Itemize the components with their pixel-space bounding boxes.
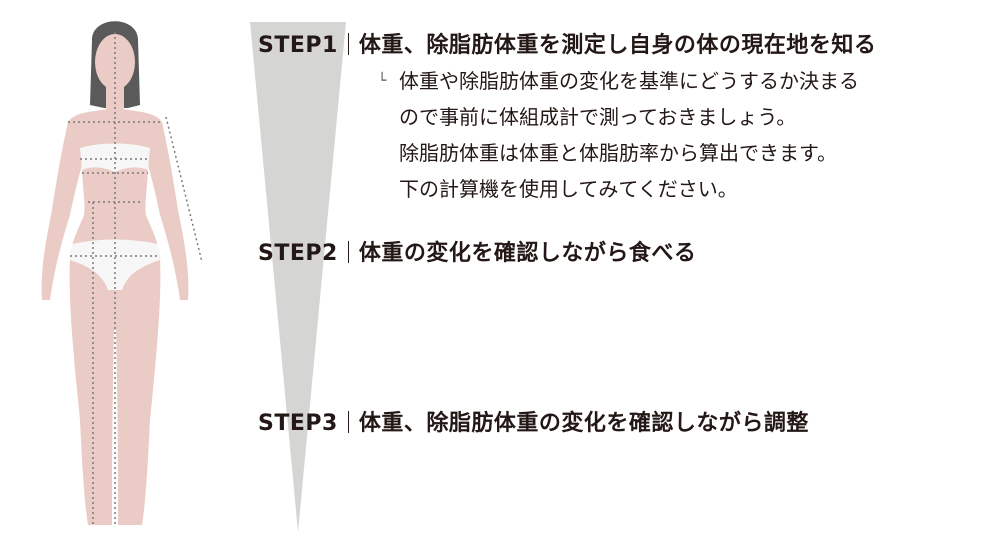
step-3-title: 体重、除脂肪体重の変化を確認しながら調整 (358, 411, 809, 436)
step-1: STEP1 体重、除脂肪体重を測定し自身の体の現在地を知る (258, 27, 876, 59)
step-1-title: 体重、除脂肪体重を測定し自身の体の現在地を知る (358, 33, 877, 58)
step-1-number: STEP1 (258, 33, 338, 58)
step-3: STEP3 体重、除脂肪体重の変化を確認しながら調整 (258, 405, 809, 437)
step-separator (347, 33, 349, 55)
step-3-number: STEP3 (258, 411, 338, 436)
body-measurement-figure (41, 21, 203, 525)
step-2: STEP2 体重の変化を確認しながら食べる (258, 235, 696, 267)
step-2-title: 体重の変化を確認しながら食べる (358, 241, 697, 266)
note-line: 下の計算機を使用してみてください。 (399, 177, 738, 201)
corner-bracket-icon: └ (378, 73, 387, 89)
step-separator (347, 411, 349, 433)
step-2-number: STEP2 (258, 241, 338, 266)
note-line: 除脂肪体重は体重と体脂肪率から算出できます。 (399, 141, 837, 165)
note-line: 体重や除脂肪体重の変化を基準にどうするか決まる (399, 69, 859, 93)
step-1-note: └ 体重や除脂肪体重の変化を基準にどうするか決まる ので事前に体組成計で測ってお… (378, 63, 859, 207)
step-separator (347, 241, 349, 263)
note-line: ので事前に体組成計で測っておきましょう。 (399, 105, 797, 129)
